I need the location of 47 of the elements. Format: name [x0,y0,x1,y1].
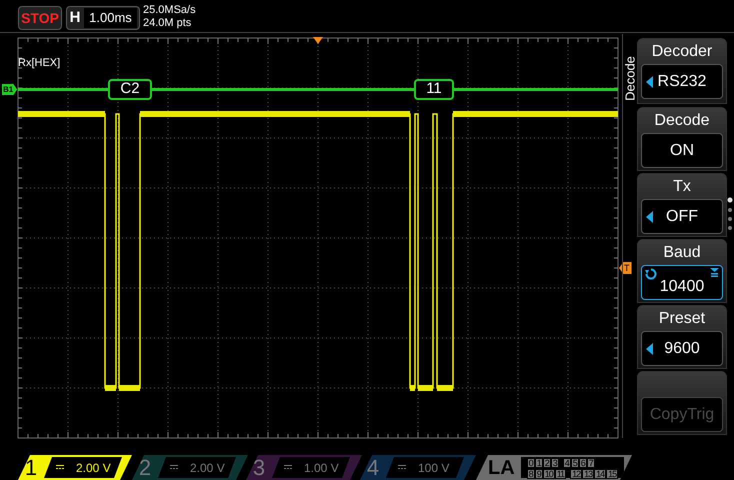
decode-bubble: 11 [414,79,454,100]
value-display: 9600 [641,331,723,366]
time-scale-value: 1.00ms [84,8,137,28]
value-display: CopyTrig [641,397,723,432]
channel-number: 1 [24,456,38,478]
menu-item [637,107,727,171]
value-display: ON [641,133,723,168]
digital-channel-label: 13 [582,469,594,479]
menu-label: Decoder [652,44,712,60]
scale-display: 1.00 V [272,457,350,478]
timebase-display [66,6,140,30]
menu-label: Decode [654,112,710,128]
bus-format-label: Rx[HEX] [18,58,60,69]
digital-channel-label: 10 [542,469,555,479]
value-display: RS232 [641,64,723,99]
menu-item [637,38,727,104]
digital-channel-label: 12 [570,469,582,479]
menu-label: Preset [658,310,706,326]
scale-display: 2.00 V [158,457,236,478]
menu-item [637,173,727,237]
menu-label: Tx [673,178,691,194]
value-display: 10400 [641,265,723,300]
sample-rate-text: 25.0MSa/s [143,5,196,16]
digital-channel-label: 4 [562,458,571,468]
bus-marker: B1 [2,84,18,95]
menu-label: Baud [663,244,701,260]
menu-item [637,305,727,369]
scale-display: 2.00 V [44,457,122,478]
decode-bubble: C2 [108,79,152,100]
horizontal-label: H [68,8,82,28]
digital-channel-label: 11 [554,469,566,479]
menu-item [637,239,727,303]
digital-channel-label: 0 [526,458,535,468]
run-stop-indicator: STOP [18,6,62,30]
digital-channel-label: 15 [606,469,618,479]
menu-title: Decode [624,55,636,103]
channel-number: 3 [252,456,266,478]
value-display: OFF [641,199,723,234]
trigger-level-marker: T [619,262,632,274]
menu-item [637,371,727,435]
scale-display: 100 V [386,457,464,478]
digital-channel-label: 8 [526,469,535,479]
la-label: LA [488,458,515,478]
channel-number: 4 [366,456,380,478]
la-tab [476,455,632,480]
digital-channel-label: 14 [594,469,606,479]
channel-number: 2 [138,456,152,478]
